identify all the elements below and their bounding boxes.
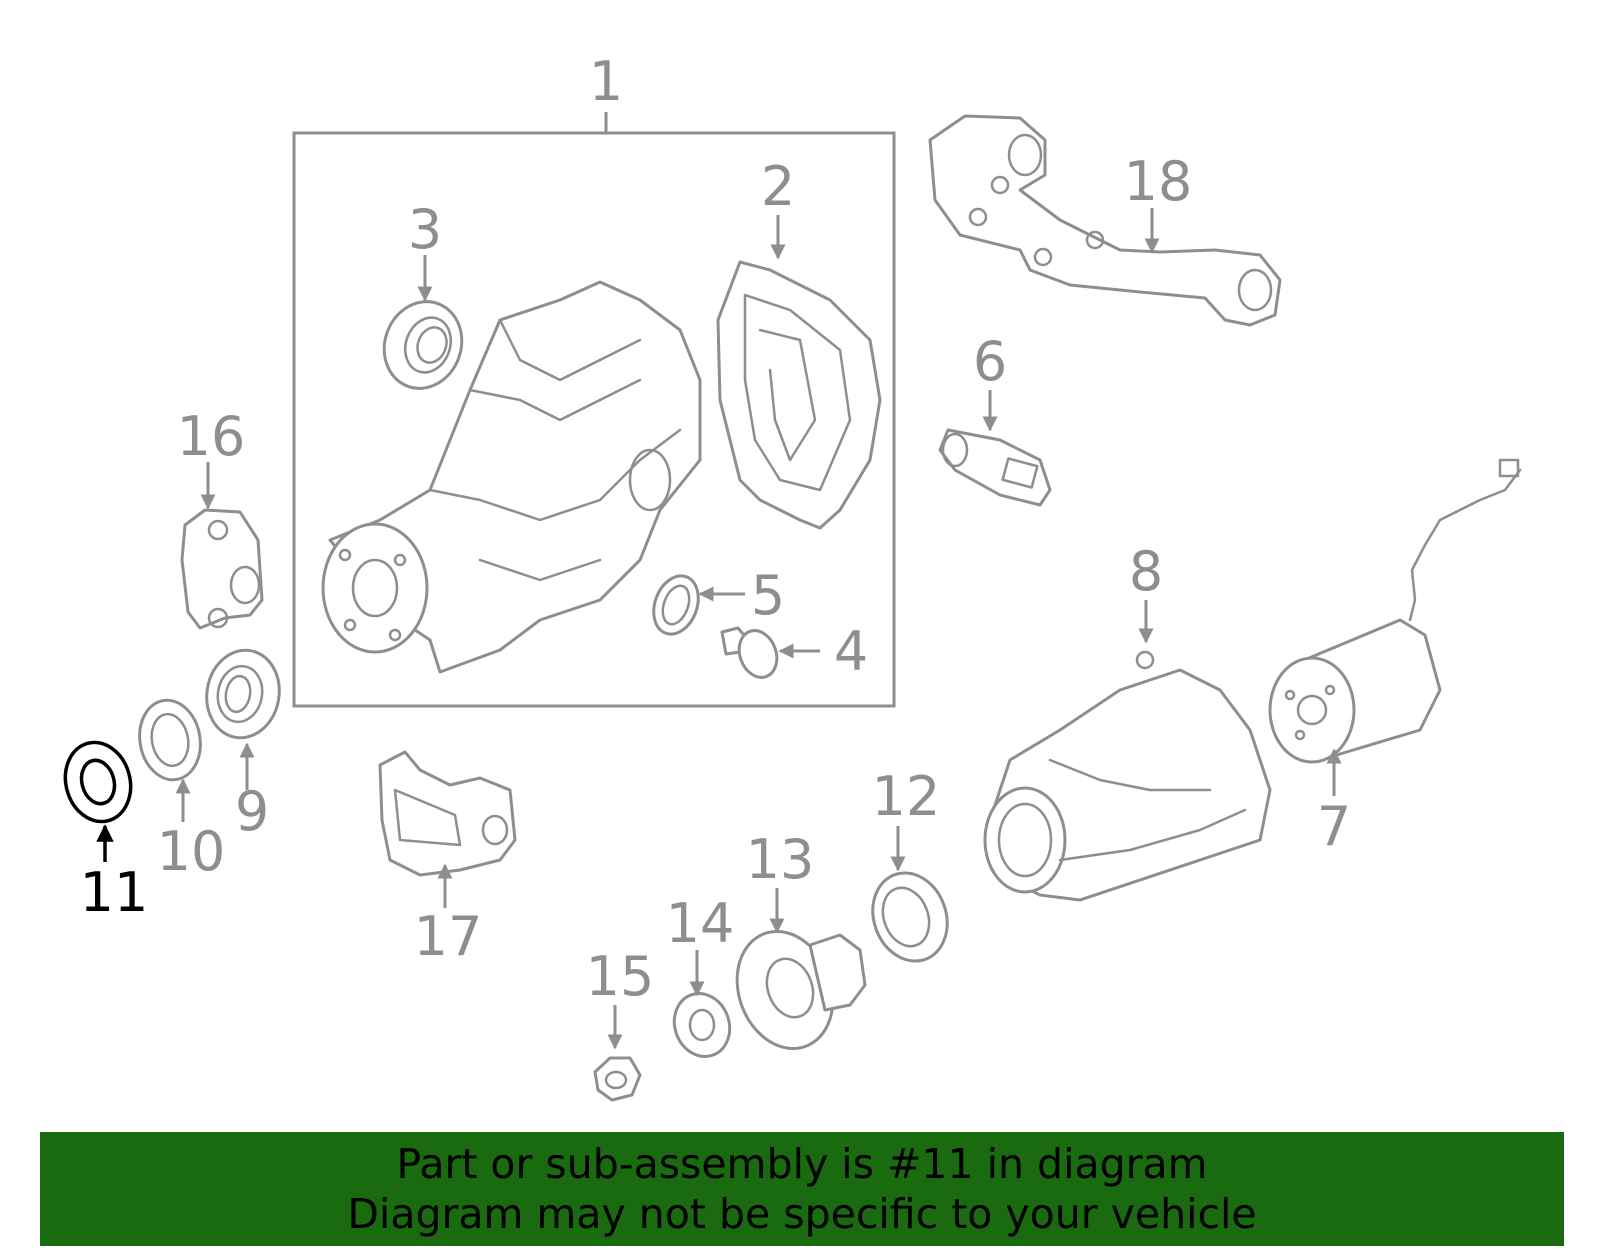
callout-10[interactable]: 10 <box>157 820 226 883</box>
mount-part-17[interactable] <box>378 750 517 877</box>
actuator-part-7[interactable] <box>1268 458 1522 764</box>
shim-part-11-highlighted[interactable] <box>57 735 140 829</box>
seal-part-12[interactable] <box>861 862 959 971</box>
callout-6[interactable]: 6 <box>973 330 1007 393</box>
rear-housing-part-8[interactable] <box>983 650 1272 902</box>
callout-8[interactable]: 8 <box>1129 540 1163 603</box>
differential-housing[interactable] <box>321 280 702 674</box>
callout-5[interactable]: 5 <box>751 564 785 627</box>
nut-part-15[interactable] <box>593 1056 642 1102</box>
bearing-part-9[interactable] <box>200 644 286 743</box>
callout-13[interactable]: 13 <box>746 828 815 891</box>
banner-line-2: Diagram may not be specific to your vehi… <box>347 1190 1257 1238</box>
callout-12[interactable]: 12 <box>872 765 941 828</box>
drain-plug[interactable] <box>720 625 783 682</box>
flange-part-13[interactable] <box>721 918 867 1062</box>
assembly-box <box>292 112 896 708</box>
callout-1[interactable]: 1 <box>589 50 623 113</box>
sensor-part-6[interactable] <box>938 428 1052 507</box>
callout-2[interactable]: 2 <box>761 155 795 218</box>
callout-labels: 1 2 3 4 5 6 7 8 9 10 11 12 13 14 15 16 1… <box>80 50 1352 1008</box>
callout-11-highlighted[interactable]: 11 <box>80 861 149 924</box>
callout-4[interactable]: 4 <box>834 620 868 683</box>
differential-cover[interactable] <box>716 260 882 530</box>
callout-17[interactable]: 17 <box>414 905 483 968</box>
info-banner: Part or sub-assembly is #11 in diagram D… <box>40 1132 1564 1246</box>
callout-7[interactable]: 7 <box>1317 795 1351 858</box>
callout-3[interactable]: 3 <box>408 198 442 261</box>
shim-part-10[interactable] <box>134 695 207 784</box>
callout-18[interactable]: 18 <box>1124 150 1193 213</box>
callout-15[interactable]: 15 <box>586 945 655 1008</box>
callout-16[interactable]: 16 <box>177 405 246 468</box>
callout-9[interactable]: 9 <box>235 780 269 843</box>
seal-part-3[interactable] <box>372 291 474 400</box>
banner-line-1: Part or sub-assembly is #11 in diagram <box>396 1140 1208 1188</box>
leader-lines <box>96 208 1342 1050</box>
callout-14[interactable]: 14 <box>666 892 735 955</box>
bracket-part-16[interactable] <box>180 508 264 630</box>
crossmember-part-18[interactable] <box>928 114 1282 327</box>
washer-part-14[interactable] <box>666 986 739 1065</box>
washer-part-5[interactable] <box>646 570 706 641</box>
